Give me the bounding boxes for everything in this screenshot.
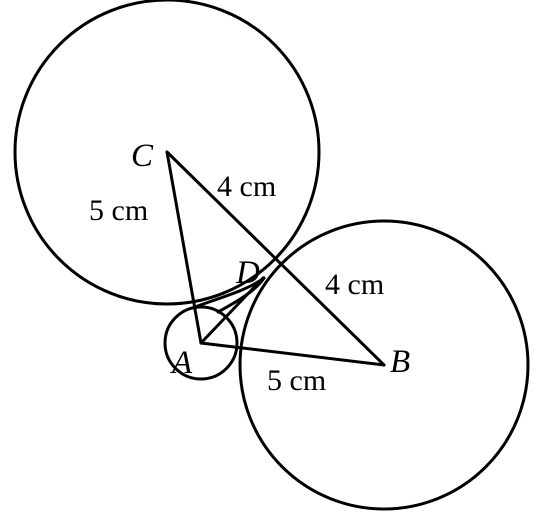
circle-center-c	[13, 0, 321, 306]
segment-ab	[199, 341, 386, 367]
point-label-b: B	[390, 344, 410, 380]
tangent-curve-upper	[193, 276, 266, 309]
length-label-ab: 5 cm	[267, 364, 326, 397]
point-label-a: A	[170, 345, 193, 381]
segment-cb	[165, 150, 386, 367]
length-label-db: 4 cm	[325, 268, 384, 301]
segment-ca	[165, 150, 203, 345]
tangent-curve-lower	[216, 276, 266, 314]
length-label-ca: 5 cm	[89, 194, 148, 227]
length-label-cd: 4 cm	[217, 170, 276, 203]
point-label-d: D	[235, 255, 260, 291]
point-label-c: C	[131, 138, 154, 174]
circle-center-a	[163, 305, 239, 381]
circle-center-b	[238, 219, 530, 511]
